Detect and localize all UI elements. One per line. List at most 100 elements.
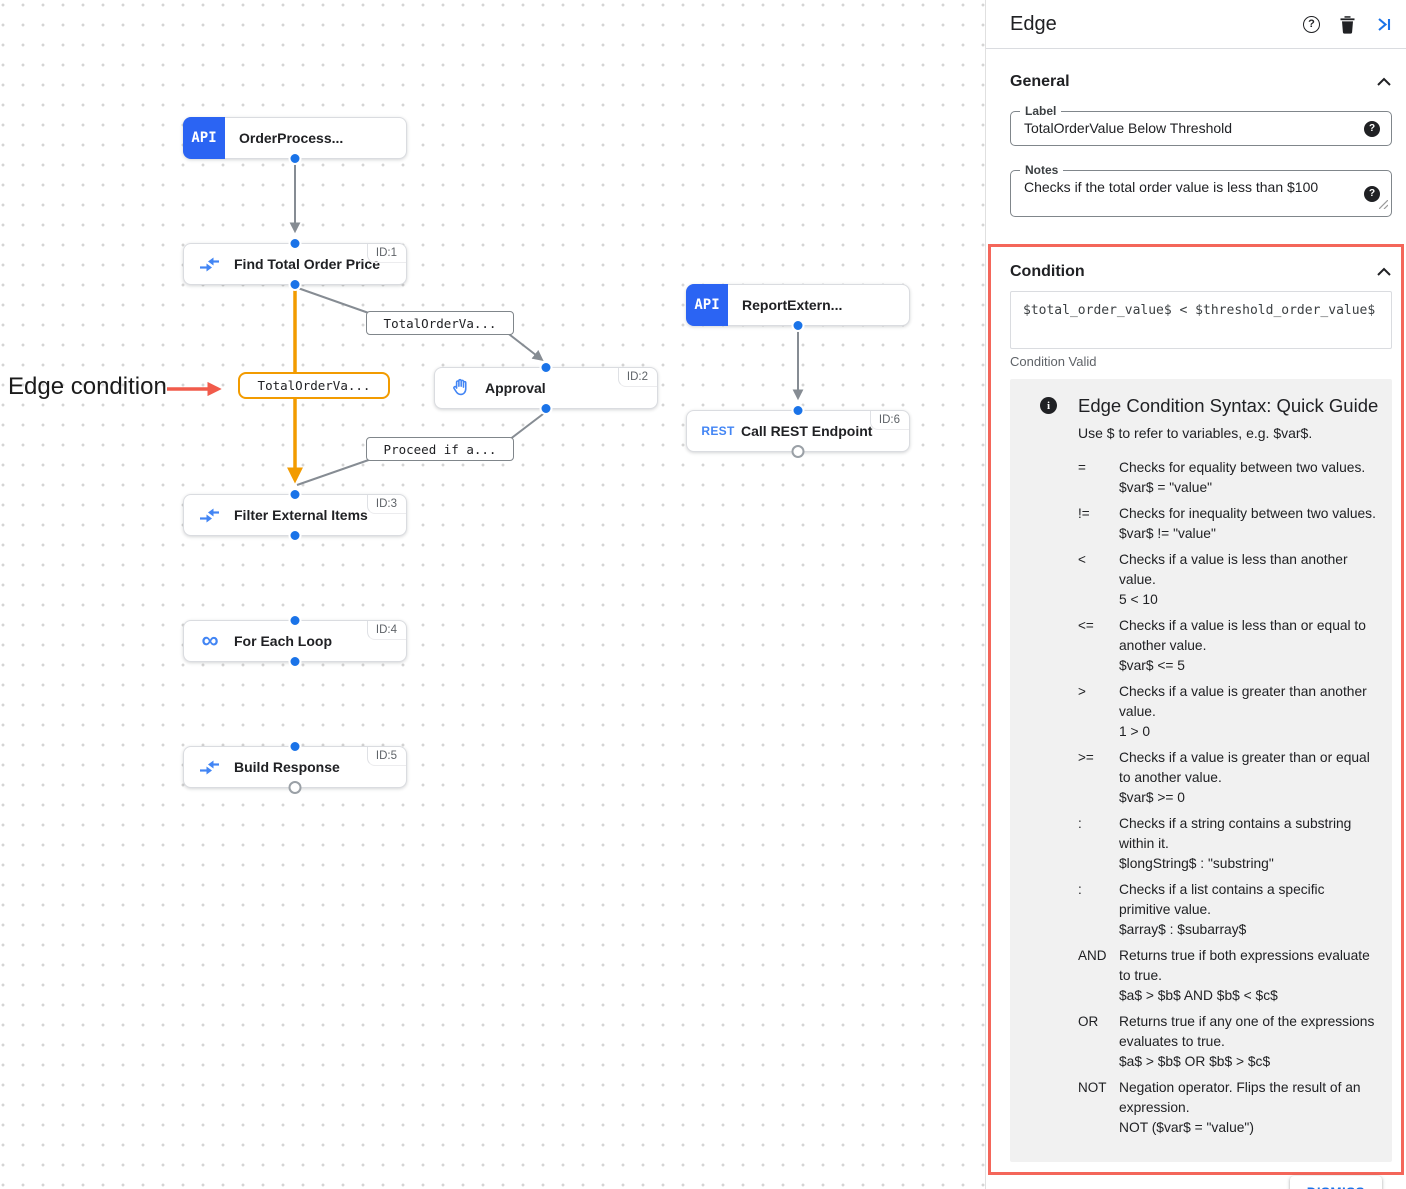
operator-symbol: < (1078, 552, 1086, 567)
condition-expression-input[interactable]: $total_order_value$ < $threshold_order_v… (1010, 291, 1392, 349)
node-title: OrderProcess... (239, 130, 344, 146)
node-id-badge: ID:3 (366, 495, 406, 514)
node-id-badge: ID:6 (869, 411, 909, 430)
guide-title: Edge Condition Syntax: Quick Guide (1078, 395, 1379, 416)
node-id-badge: ID:1 (366, 244, 406, 263)
edge-label-selected[interactable]: TotalOrderVa... (238, 372, 390, 399)
collapse-condition-icon[interactable] (1376, 267, 1392, 277)
operator-row: AND Returns true if both expressions eva… (1078, 946, 1378, 1006)
connection-dot-empty[interactable] (791, 445, 805, 458)
edge-condition-annotation: Edge condition (8, 373, 167, 400)
operator-row: < Checks if a value is less than another… (1078, 550, 1378, 610)
dismiss-button[interactable]: DISMISS (1289, 1176, 1382, 1189)
edge-label-from-approval[interactable]: Proceed if a... (366, 437, 514, 461)
operator-description: Returns true if both expressions evaluat… (1119, 948, 1370, 983)
operator-symbol: NOT (1078, 1080, 1107, 1095)
node-approval[interactable]: Approval ID:2 (434, 361, 658, 415)
data-mapping-icon (198, 760, 222, 775)
connection-dot[interactable] (288, 740, 302, 753)
operator-description: Checks for equality between two values. (1119, 460, 1366, 475)
operator-description: Checks if a value is greater than anothe… (1119, 684, 1367, 719)
edge-label-to-approval[interactable]: TotalOrderVa... (366, 311, 514, 335)
collapse-panel-icon[interactable] (1375, 16, 1392, 33)
connection-dot-empty[interactable] (288, 781, 302, 794)
operator-symbol: : (1078, 816, 1082, 831)
operator-example: 5 < 10 (1119, 592, 1158, 607)
edge-config-panel: Edge ? (985, 0, 1406, 1189)
operator-symbol: OR (1078, 1014, 1099, 1029)
node-id-badge: ID:4 (366, 621, 406, 640)
delete-edge-icon[interactable] (1339, 15, 1356, 34)
panel-title: Edge (1010, 12, 1057, 35)
connection-dot[interactable] (288, 488, 302, 501)
node-order-process-trigger[interactable]: API OrderProcess... (183, 117, 407, 165)
node-build-response[interactable]: Build Response ID:5 (183, 740, 407, 794)
node-find-total-order-price[interactable]: Find Total Order Price ID:1 (183, 237, 407, 291)
operator-example: $array$ : $subarray$ (1119, 922, 1247, 937)
operator-row: != Checks for inequality between two val… (1078, 504, 1378, 544)
operator-description: Returns true if any one of the expressio… (1119, 1014, 1375, 1049)
operator-example: NOT ($var$ = "value") (1119, 1120, 1254, 1135)
label-field-label: Label (1020, 104, 1062, 118)
panel-header: Edge ? (986, 0, 1406, 49)
operator-description: Checks if a value is less than or equal … (1119, 618, 1366, 653)
api-trigger-icon: API (183, 117, 225, 159)
edges-layer (167, 160, 804, 486)
node-call-rest-endpoint[interactable]: REST Call REST Endpoint ID:6 (686, 404, 910, 458)
operator-row: NOT Negation operator. Flips the result … (1078, 1078, 1378, 1138)
data-mapping-icon (198, 257, 222, 272)
operator-description: Checks if a string contains a substring … (1119, 816, 1352, 851)
operator-row: : Checks if a list contains a specific p… (1078, 880, 1378, 940)
label-help-icon[interactable]: ? (1364, 120, 1380, 137)
notes-field[interactable]: Notes Checks if the total order value is… (1010, 163, 1392, 217)
operator-example: 1 > 0 (1119, 724, 1151, 739)
operator-description: Negation operator. Flips the result of a… (1119, 1080, 1361, 1115)
label-field-value[interactable]: TotalOrderValue Below Threshold (1024, 120, 1233, 136)
condition-section-highlight: Condition $total_order_value$ < $thresho… (988, 244, 1404, 1175)
workflow-canvas[interactable]: API OrderProcess... Find Total Order Pri… (0, 0, 985, 1189)
connection-dot[interactable] (288, 152, 302, 165)
connection-dot[interactable] (288, 529, 302, 542)
connection-dot[interactable] (288, 278, 302, 291)
node-report-external-trigger[interactable]: API ReportExtern... (686, 284, 910, 332)
info-icon: i (1040, 397, 1057, 414)
operator-row: OR Returns true if any one of the expres… (1078, 1012, 1378, 1072)
node-for-each-loop[interactable]: ∞ For Each Loop ID:4 (183, 614, 407, 668)
node-id-badge: ID:2 (617, 368, 657, 387)
connection-dot[interactable] (288, 614, 302, 627)
operator-symbol: <= (1078, 618, 1094, 633)
general-section: General Label TotalOrderValue Below Thre… (986, 49, 1406, 217)
operator-list: = Checks for equality between two values… (1078, 458, 1378, 1138)
help-icon[interactable]: ? (1303, 15, 1320, 33)
node-title: Filter External Items (234, 507, 368, 523)
approval-hand-icon (449, 377, 473, 399)
node-title: Build Response (234, 759, 340, 775)
operator-description: Checks for inequality between two values… (1119, 506, 1376, 521)
node-title: ReportExtern... (742, 297, 843, 313)
operator-row: <= Checks if a value is less than or equ… (1078, 616, 1378, 676)
condition-heading: Condition (1010, 263, 1085, 280)
notes-field-value[interactable]: Checks if the total order value is less … (1024, 179, 1319, 195)
syntax-guide-box: i Edge Condition Syntax: Quick Guide Use… (1010, 379, 1392, 1162)
collapse-general-icon[interactable] (1376, 77, 1392, 87)
connection-dot[interactable] (539, 402, 553, 415)
connection-dot[interactable] (791, 319, 805, 332)
operator-row: : Checks if a string contains a substrin… (1078, 814, 1378, 874)
operator-example: $var$ = "value" (1119, 480, 1213, 495)
operator-example: $var$ <= 5 (1119, 658, 1185, 673)
connection-dot[interactable] (288, 237, 302, 250)
connection-dot[interactable] (288, 655, 302, 668)
condition-valid-status: Condition Valid (1010, 354, 1097, 369)
connection-dot[interactable] (539, 361, 553, 374)
node-filter-external-items[interactable]: Filter External Items ID:3 (183, 488, 407, 542)
connection-dot[interactable] (791, 404, 805, 417)
guide-intro: Use $ to refer to variables, e.g. $var$. (1078, 425, 1313, 441)
operator-description: Checks if a list contains a specific pri… (1119, 882, 1325, 917)
general-heading: General (1010, 73, 1070, 90)
label-field[interactable]: Label TotalOrderValue Below Threshold ? (1010, 104, 1392, 146)
resize-grip-icon[interactable] (1378, 196, 1389, 214)
notes-help-icon[interactable]: ? (1364, 185, 1380, 202)
operator-symbol: >= (1078, 750, 1094, 765)
node-id-badge: ID:5 (366, 747, 406, 766)
node-title: Approval (485, 380, 546, 396)
